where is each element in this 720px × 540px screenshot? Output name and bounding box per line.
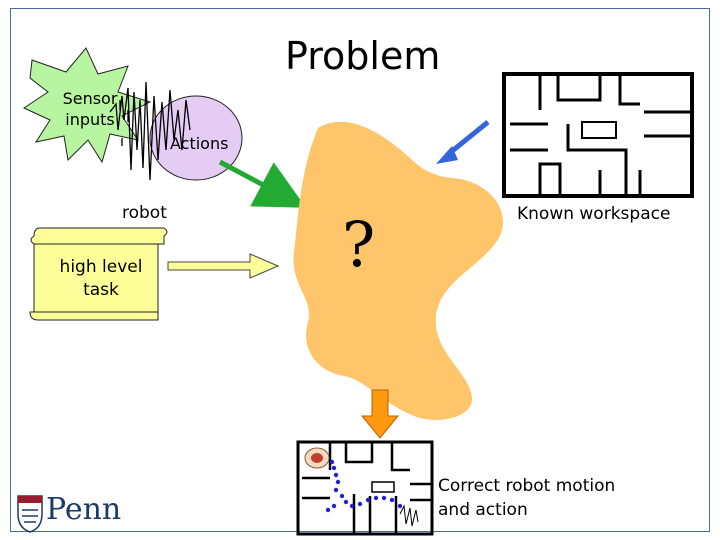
actions-bubble xyxy=(149,95,243,181)
task-label: high level task xyxy=(59,257,143,300)
green-arrow xyxy=(218,159,307,208)
signal-scribble xyxy=(109,81,191,181)
result-map xyxy=(296,440,434,536)
actions-label: Actions xyxy=(170,134,229,153)
plate-icon xyxy=(304,447,330,469)
penn-shield-logo xyxy=(17,495,43,533)
workspace-map xyxy=(502,72,694,198)
slide-frame xyxy=(10,8,710,532)
sensor-burst-shape xyxy=(22,47,152,164)
blue-arrow xyxy=(436,120,490,164)
path-dots xyxy=(325,459,403,513)
mini-signal-scribble xyxy=(399,504,419,527)
task-scroll xyxy=(29,227,168,321)
robot-label: robot xyxy=(122,203,167,223)
problem-blob xyxy=(293,121,503,420)
slide-title: Problem xyxy=(285,34,441,78)
sensor-inputs-label: Sensor inputs xyxy=(62,89,118,129)
penn-logo-wordmark: Penn xyxy=(46,492,122,527)
orange-arrow xyxy=(360,389,400,439)
result-label: Correct robot motion and action xyxy=(438,476,616,520)
workspace-label: Known workspace xyxy=(517,204,671,224)
question-mark: ? xyxy=(342,208,376,281)
task-arrow xyxy=(167,253,280,279)
